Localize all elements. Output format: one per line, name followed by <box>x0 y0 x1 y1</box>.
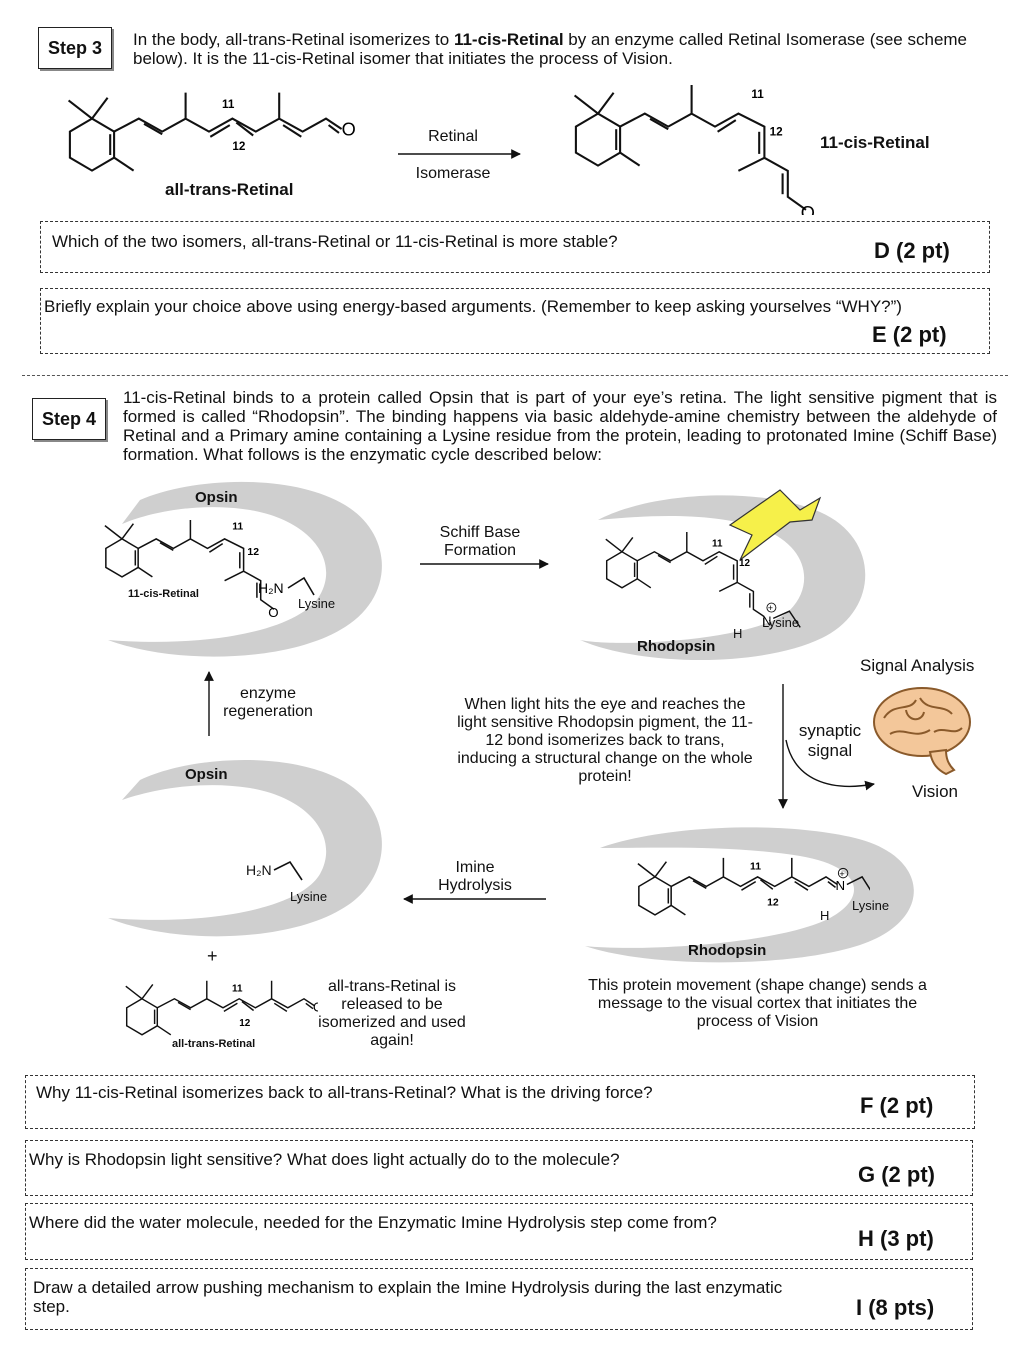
schiff-base-arrow <box>420 559 549 569</box>
carbon-11-label: 11 <box>751 88 764 101</box>
lysine-label-top-right: Lysine <box>762 615 800 630</box>
step4-label: Step 4 <box>32 398 106 440</box>
vision-label: Vision <box>912 782 958 801</box>
iminium-n: N <box>762 615 771 629</box>
section-divider <box>22 375 1008 376</box>
enzyme-regeneration-label-2: regeneration <box>223 703 313 720</box>
rhodopsin-label-bottom: Rhodopsin <box>688 942 767 959</box>
carbon-11-label: 11 <box>750 861 761 872</box>
question-i-text: Draw a detailed arrow pushing mechanism … <box>33 1278 783 1316</box>
question-e-box[interactable] <box>40 288 990 354</box>
carbon-12-label: 12 <box>247 547 259 558</box>
lysine-label-bottom-right: Lysine <box>852 898 890 913</box>
rhodopsin-bottom-structure: 11 12 N + <box>637 857 870 916</box>
synaptic-signal-label-2: signal <box>807 741 853 760</box>
positive-charge: + <box>768 603 773 613</box>
11-cis-retinal-structure: O 11 12 <box>573 85 815 215</box>
step3-label: Step 3 <box>38 27 112 69</box>
carbon-11-label: 11 <box>232 521 243 532</box>
carbon-12-label: 12 <box>232 140 246 153</box>
rhodopsin-shape-bottom <box>585 827 914 963</box>
step3-intro-a: In the body, all-trans-Retinal isomerize… <box>133 30 454 49</box>
aldehyde-o: O <box>342 120 356 140</box>
imine-hydrolysis-label-2: Hydrolysis <box>438 877 512 894</box>
question-g-points: G (2 pt) <box>858 1162 935 1187</box>
signal-analysis-label: Signal Analysis <box>860 656 975 675</box>
question-g-text: Why is Rhodopsin light sensitive? What d… <box>29 1150 620 1169</box>
opsin-label-top: Opsin <box>195 489 238 506</box>
question-h-text: Where did the water molecule, needed for… <box>29 1213 717 1232</box>
schiff-base-label-1: Schiff Base <box>439 524 521 541</box>
carbon-11-label: 11 <box>232 984 243 995</box>
opsin-shape-bottom <box>108 759 382 937</box>
carbon-11-label: 11 <box>222 98 235 111</box>
carbon-12-label: 12 <box>767 897 779 908</box>
step3-intro-bold: 11-cis-Retinal <box>453 30 564 49</box>
lysine-label-top-left: Lysine <box>298 596 336 611</box>
aldehyde-o: O <box>801 203 815 215</box>
lysine-label-bottom-left: Lysine <box>290 889 328 904</box>
11-cis-retinal-name: 11-cis-Retinal <box>820 133 930 152</box>
question-i-points: I (8 pts) <box>856 1295 935 1320</box>
rhodopsin-top-structure: 11 12 N + <box>605 531 801 629</box>
plus-sign: + <box>207 946 218 966</box>
protein-movement-explanation: This protein movement (shape change) sen… <box>588 977 927 1030</box>
question-g-box[interactable] <box>25 1140 973 1196</box>
imine-hydrolysis-arrow <box>403 894 546 904</box>
isomerase-arrow-bottom: Isomerase <box>415 165 491 182</box>
enzyme-regeneration-label-1: enzyme <box>239 685 297 702</box>
all-trans-retinal-small-label: all-trans-Retinal <box>172 1038 256 1050</box>
amine-h2n-bottom: H₂N <box>246 862 272 878</box>
isomerase-arrow <box>398 149 521 159</box>
released-explanation: all-trans-Retinal is released to be isom… <box>318 978 466 1049</box>
carbon-12-label: 12 <box>239 1018 251 1029</box>
question-d-text: Which of the two isomers, all-trans-Reti… <box>52 232 618 251</box>
iminium-h-top: H <box>733 626 743 641</box>
signal-arrows <box>778 684 875 809</box>
opsin-shape-top <box>108 481 382 657</box>
carbon-12-label: 12 <box>739 558 751 569</box>
step4-intro: 11-cis-Retinal binds to a protein called… <box>123 388 997 464</box>
amine-h2n: H₂N <box>258 580 284 596</box>
free-lysine-amine <box>273 860 303 881</box>
question-f-points: F (2 pt) <box>860 1093 934 1118</box>
synaptic-signal-label-1: synaptic <box>798 721 862 740</box>
carbon-12-label: 12 <box>770 126 784 139</box>
all-trans-retinal-name: all-trans-Retinal <box>165 180 294 199</box>
imine-hydrolysis-label-1: Imine <box>455 859 495 876</box>
question-i-box[interactable] <box>25 1268 973 1330</box>
enzyme-regeneration-arrow <box>204 671 214 736</box>
question-f-text: Why 11-cis-Retinal isomerizes back to al… <box>36 1083 653 1102</box>
carbon-11-label: 11 <box>712 538 723 549</box>
positive-charge: + <box>839 869 845 880</box>
iminium-n: N <box>836 878 846 893</box>
iminium-h-bottom: H <box>820 908 830 923</box>
question-d-box[interactable] <box>40 221 990 273</box>
question-d-points: D (2 pt) <box>874 238 950 263</box>
question-f-box[interactable] <box>25 1075 975 1129</box>
step3-intro-b: by an enzyme called Retinal Isomerase (s… <box>133 30 968 68</box>
question-e-text: Briefly explain your choice above using … <box>44 297 902 316</box>
isomerase-arrow-top: Retinal <box>428 128 478 145</box>
schiff-base-label-2: Formation <box>443 542 517 559</box>
brain-icon <box>873 687 971 776</box>
all-trans-retinal-structure: O 11 12 <box>67 91 356 172</box>
question-h-box[interactable] <box>25 1203 973 1260</box>
question-h-points: H (3 pt) <box>858 1226 934 1251</box>
released-all-trans-retinal-structure: O 11 12 <box>125 980 318 1036</box>
lightning-icon <box>728 489 822 561</box>
step3-intro: In the body, all-trans-Retinal isomerize… <box>133 30 993 68</box>
opsin-label-bottom: Opsin <box>185 766 228 783</box>
question-e-points: E (2 pt) <box>872 322 947 347</box>
11-cis-retinal-small-label: 11-cis-Retinal <box>128 588 199 600</box>
rhodopsin-label-top: Rhodopsin <box>637 638 716 655</box>
opsin-cis-retinal-structure: O 11 12 H₂N <box>104 520 315 620</box>
light-hits-explanation: When light hits the eye and reaches the … <box>457 696 753 785</box>
aldehyde-o: O <box>313 1000 318 1014</box>
aldehyde-o: O <box>268 605 278 620</box>
